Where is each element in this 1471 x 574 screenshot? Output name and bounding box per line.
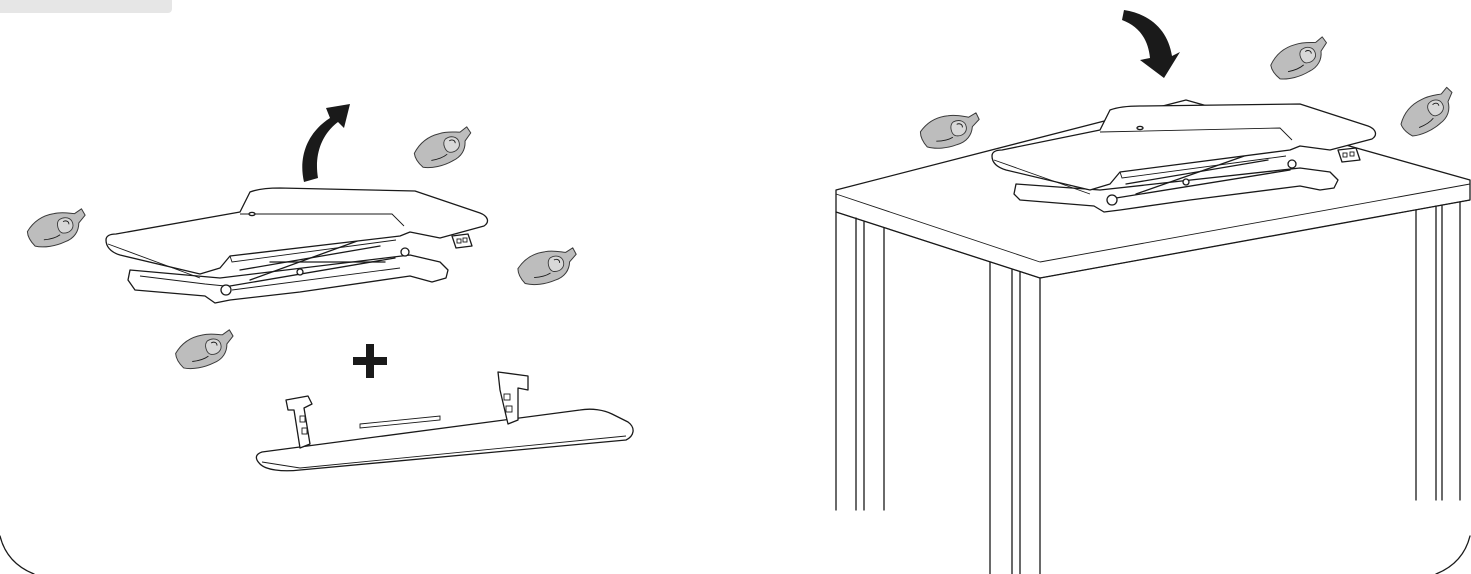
curved-arrow-down-icon [1122,10,1180,78]
hand-icon [514,244,582,289]
curved-arrow-up-icon [302,104,350,182]
hand-icon [410,123,479,173]
hand-icon [1394,83,1464,143]
step-2-illustration [835,10,1471,574]
plus-icon [353,344,387,378]
step-1-illustration [23,104,634,472]
desk-converter [991,103,1377,213]
table [835,99,1471,574]
header-tab [0,0,172,13]
hand-icon [917,109,984,153]
hand-icon [1266,33,1335,85]
panel-frame-edge [0,535,35,574]
keyboard-tray [255,371,634,472]
hand-icon [23,205,91,252]
panel-frame-edge [1435,535,1471,574]
desk-converter [105,187,489,304]
hand-icon [171,326,240,374]
